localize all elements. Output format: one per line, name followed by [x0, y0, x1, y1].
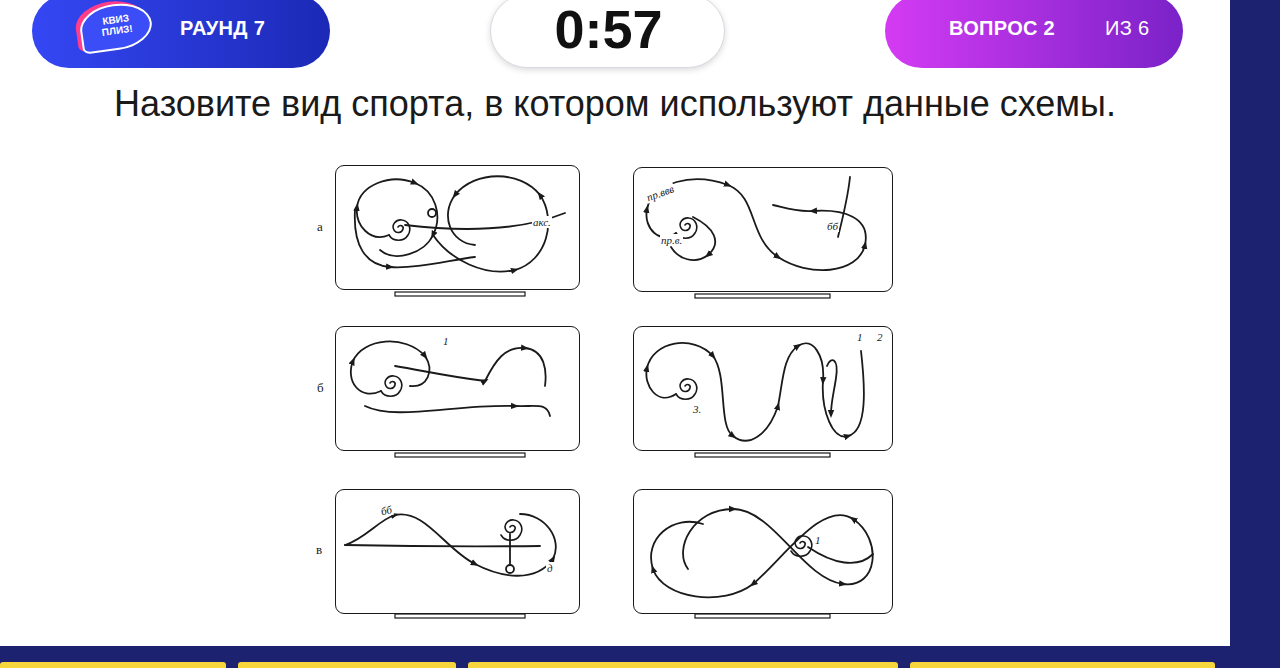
element-note: д: [546, 562, 554, 574]
drawing-part: [0, 662, 226, 668]
logo-text: КВИЗ ПЛИЗ!: [89, 11, 144, 40]
drawing-part: [468, 662, 898, 668]
drawing-part: [351, 341, 430, 393]
drawing-part: [827, 360, 837, 414]
drawing-part: [910, 662, 1215, 668]
question-total: ИЗ 6: [1105, 16, 1149, 40]
rink-scheme: акс.: [335, 165, 580, 290]
round-label: РАУНД 7: [180, 16, 265, 40]
element-note: бб: [826, 220, 839, 232]
drawing-part: [395, 453, 525, 457]
rink-scheme: 3.12: [633, 326, 893, 451]
callout-number: 1: [814, 534, 822, 546]
drawing-part: [808, 547, 873, 563]
drawing-part: [651, 509, 873, 597]
question-title: Назовите вид спорта, в котором использую…: [0, 82, 1230, 126]
drawing-part: [395, 348, 546, 386]
scheme-b-right: [646, 343, 864, 457]
drawing-part: [501, 520, 522, 540]
callout-number: 3.: [692, 403, 702, 415]
drawing-part: [838, 177, 850, 237]
drawing-part: [695, 614, 830, 618]
rink-scheme: бб д: [335, 489, 580, 614]
drawing-part: [357, 179, 437, 255]
element-note: пр.ввв: [644, 182, 676, 204]
callout-number: 2: [876, 331, 884, 343]
drawing-part: [646, 343, 864, 441]
timer-value: 0:57: [554, 0, 662, 59]
element-note: бб: [378, 503, 394, 518]
scheme-c-right: [651, 509, 873, 618]
drawing-part: [695, 453, 830, 457]
round-badge: РАУНД 7 КВИЗ ПЛИЗ!: [32, 0, 330, 68]
rink-scheme: 1: [335, 326, 580, 451]
drawing-part: [381, 376, 402, 396]
rink-scheme: пр.ввв пр.в. бб: [633, 167, 893, 292]
drawing-part: [695, 294, 830, 298]
row-letter: б: [317, 381, 324, 395]
drawing-part: [509, 534, 511, 565]
drawing-part: [646, 179, 865, 270]
row-letter: а: [317, 220, 323, 234]
drawing-part: [365, 406, 550, 416]
callout-number: 1: [442, 335, 450, 347]
drawing-part: [791, 536, 812, 556]
answer-bars: [0, 662, 1215, 668]
rink-scheme: 1: [633, 489, 893, 614]
element-note: акс.: [532, 216, 552, 228]
rink-drawings: [345, 176, 873, 618]
callout-number: 1: [856, 331, 864, 343]
drawing-part: [389, 220, 410, 240]
question-number: ВОПРОС 2: [949, 16, 1055, 40]
drawing-part: [676, 379, 697, 399]
drawing-part: [506, 565, 514, 573]
question-badge: ВОПРОС 2 ИЗ 6: [885, 0, 1183, 68]
scheme-b-left: [351, 341, 550, 457]
scheme-c-left: [345, 514, 556, 618]
scheme-a-right: [646, 177, 865, 298]
drawing-part: [428, 209, 436, 217]
scheme-a-left: [355, 176, 565, 296]
timer-badge: 0:57: [490, 0, 725, 68]
white-panel: [0, 0, 1230, 646]
row-letter: в: [316, 543, 322, 557]
drawing-part: [355, 210, 475, 267]
drawing-part: [345, 514, 556, 576]
drawing-part: [238, 662, 456, 668]
logo-bubble: КВИЗ ПЛИЗ!: [77, 0, 155, 55]
drawing-part: [395, 614, 525, 618]
element-note: пр.в.: [660, 234, 683, 246]
drawing-part: [395, 292, 525, 296]
